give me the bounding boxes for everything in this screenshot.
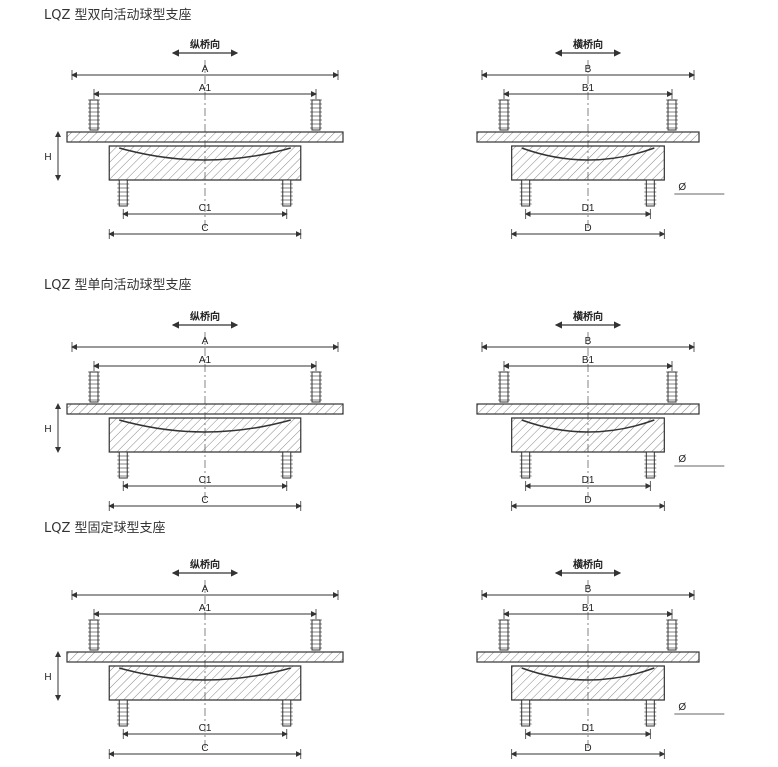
dim-top-outer-label: B: [585, 336, 592, 347]
dim-height-label: H: [44, 424, 51, 435]
dim-bolt-diameter-label: Ø: [678, 454, 686, 465]
bolt: [499, 99, 509, 131]
direction-label: 横桥向: [573, 38, 603, 51]
bolt: [311, 619, 321, 651]
bolt: [667, 371, 677, 403]
direction-label: 横桥向: [573, 310, 603, 323]
dim-top-outer-label: A: [202, 336, 209, 347]
bolt: [499, 371, 509, 403]
section-title-bidirectional: LQZ 型双向活动球型支座: [44, 8, 192, 23]
dim-bottom-inner-label: D1: [582, 475, 595, 486]
dim-top-outer-label: A: [202, 64, 209, 75]
section-title-unidirectional: LQZ 型单向活动球型支座: [44, 278, 192, 293]
dim-bolt-diameter-label: Ø: [678, 702, 686, 713]
direction-label: 纵桥向: [190, 310, 220, 323]
dim-top-outer-label: A: [202, 584, 209, 595]
direction-label: 纵桥向: [190, 558, 220, 571]
direction-label: 纵桥向: [190, 38, 220, 51]
bolt: [89, 99, 99, 131]
dim-bottom-outer-label: D: [584, 223, 591, 234]
bolt: [499, 619, 509, 651]
dim-bottom-outer-label: C: [201, 495, 208, 506]
dim-bottom-outer-label: D: [584, 495, 591, 506]
dim-top-outer-label: B: [585, 584, 592, 595]
direction-label: 横桥向: [573, 558, 603, 571]
bolt: [311, 99, 321, 131]
dim-bottom-inner-label: D1: [582, 723, 595, 734]
dim-bottom-outer-label: D: [584, 743, 591, 754]
dim-bottom-outer-label: C: [201, 223, 208, 234]
dim-bottom-inner-label: C1: [199, 475, 212, 486]
dim-bolt-diameter-label: Ø: [678, 182, 686, 193]
dim-height-label: H: [44, 672, 51, 683]
bolt: [667, 619, 677, 651]
dim-bottom-inner-label: D1: [582, 203, 595, 214]
dim-height-label: H: [44, 152, 51, 163]
bolt: [89, 371, 99, 403]
section-title-fixed: LQZ 型固定球型支座: [44, 521, 166, 536]
dim-bottom-outer-label: C: [201, 743, 208, 754]
dim-bottom-inner-label: C1: [199, 723, 212, 734]
bolt: [89, 619, 99, 651]
dim-top-outer-label: B: [585, 64, 592, 75]
bolt: [667, 99, 677, 131]
dim-bottom-inner-label: C1: [199, 203, 212, 214]
bolt: [311, 371, 321, 403]
